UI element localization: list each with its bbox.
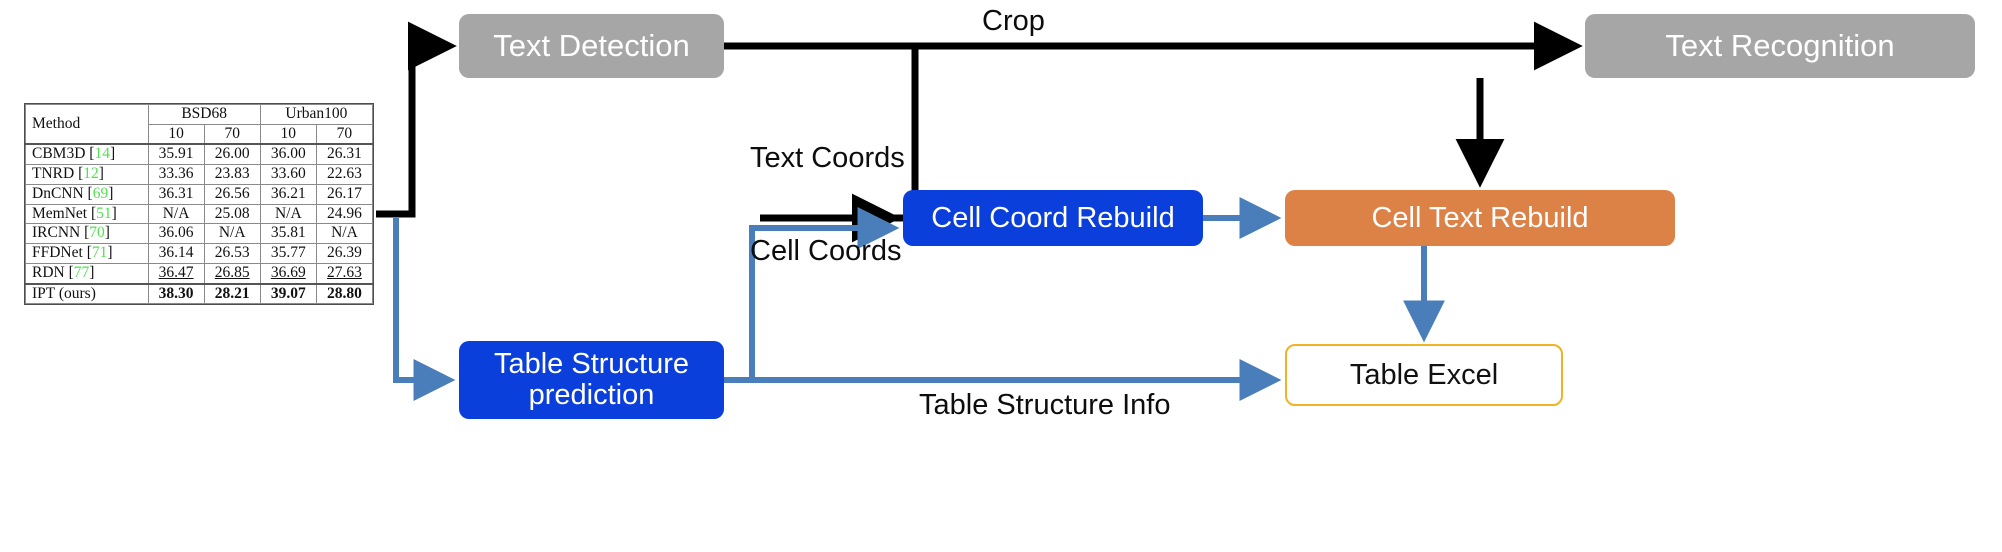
node-cell-text-rebuild[interactable]: Cell Text Rebuild <box>1285 190 1675 246</box>
table-cell-method: IPT (ours) <box>25 282 149 305</box>
table-cell-value: N/A <box>259 203 317 225</box>
node-text-recognition-label: Text Recognition <box>1665 27 1895 63</box>
node-table-excel-label: Table Excel <box>1349 358 1499 391</box>
table-cell-value: 36.00 <box>259 143 317 166</box>
table-cell-value: N/A <box>315 223 374 245</box>
edge-table-to-table-structure <box>393 218 456 401</box>
table-cell-value: 26.00 <box>203 143 261 166</box>
table-cell-value: 28.21 <box>203 282 261 305</box>
node-table-structure-prediction-label-line1: Table Structure <box>493 348 690 381</box>
table-cell-value: 28.80 <box>315 282 374 305</box>
table-cell-method: TNRD [12] <box>25 164 149 185</box>
table-cell-value: 27.63 <box>315 262 374 285</box>
header-urban100-10: 10 <box>259 123 317 146</box>
results-table: Method BSD68 Urban100 10 70 10 70 CBM3D … <box>25 104 374 305</box>
header-bsd68-70: 70 <box>203 123 261 146</box>
node-table-structure-prediction[interactable]: Table Structure prediction <box>459 341 724 419</box>
table-header-row-2: 10 70 10 70 <box>26 123 374 146</box>
table-cell-value: 26.56 <box>203 183 261 205</box>
table-cell-value: 39.07 <box>259 282 317 305</box>
header-urban100-70: 70 <box>315 123 374 146</box>
edge-label-crop: Crop <box>982 5 1045 37</box>
table-cell-value: 33.60 <box>259 164 317 185</box>
edge-label-cell-coords: Cell Coords <box>750 235 902 267</box>
table-cell-value: 26.31 <box>315 143 374 166</box>
table-cell-method: RDN [77] <box>25 262 149 285</box>
table-cell-value: 23.83 <box>203 164 261 185</box>
table-cell-value: 26.53 <box>203 243 261 264</box>
node-table-structure-prediction-label-line2: prediction <box>528 379 655 411</box>
node-cell-text-rebuild-label: Cell Text Rebuild <box>1371 201 1589 234</box>
table-cell-value: 36.69 <box>259 262 317 285</box>
table-cell-value: 22.63 <box>315 164 374 185</box>
node-text-recognition[interactable]: Text Recognition <box>1585 14 1975 78</box>
edge-table-to-text-detection <box>376 21 457 218</box>
edge-label-table-structure-info: Table Structure Info <box>919 389 1171 421</box>
node-cell-coord-rebuild[interactable]: Cell Coord Rebuild <box>903 190 1203 246</box>
table-cell-value: N/A <box>147 203 205 225</box>
table-cell-value: 26.17 <box>315 183 374 205</box>
node-text-detection[interactable]: Text Detection <box>459 14 724 78</box>
source-table-image: Method BSD68 Urban100 10 70 10 70 CBM3D … <box>24 103 374 306</box>
table-cell-value: 36.14 <box>147 243 205 264</box>
table-cell-method: FFDNet [71] <box>25 243 149 264</box>
edge-label-text-coords: Text Coords <box>750 142 905 174</box>
node-table-excel[interactable]: Table Excel <box>1285 344 1563 406</box>
edge-cell-coords <box>749 207 900 380</box>
node-text-detection-label: Text Detection <box>493 27 690 63</box>
table-cell-value: 38.30 <box>147 282 205 305</box>
table-cell-method: DnCNN [69] <box>25 183 149 205</box>
node-cell-coord-rebuild-label: Cell Coord Rebuild <box>931 201 1175 234</box>
table-cell-value: 24.96 <box>315 203 374 225</box>
table-cell-value: 35.91 <box>147 143 205 166</box>
header-urban100: Urban100 <box>259 104 374 125</box>
table-cell-value: 36.21 <box>259 183 317 205</box>
